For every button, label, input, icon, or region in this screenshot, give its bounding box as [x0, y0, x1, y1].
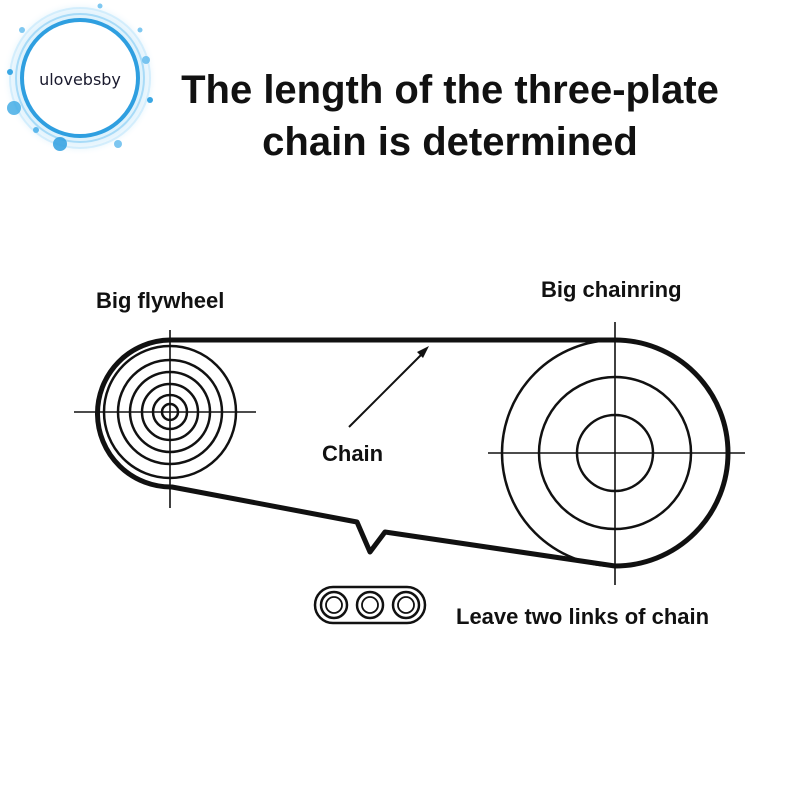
label-big-flywheel: Big flywheel [96, 288, 225, 313]
label-leave-two-links: Leave two links of chain [456, 604, 710, 629]
title-line-2: chain is determined [262, 120, 638, 164]
label-big-chainring: Big chainring [541, 277, 682, 302]
watermark-badge: ulovebsby [0, 0, 160, 160]
badge-ring-icon [2, 0, 158, 156]
chain-links-icon [313, 585, 427, 625]
chain-arrow [348, 346, 429, 428]
label-chain: Chain [322, 441, 384, 466]
flywheel-centerlines [74, 330, 256, 508]
chainring-centerlines [488, 322, 745, 585]
page-title: The length of the three-plate chain is d… [150, 64, 750, 168]
badge-text: ulovebsby [39, 70, 121, 89]
title-line-1: The length of the three-plate [181, 68, 719, 112]
